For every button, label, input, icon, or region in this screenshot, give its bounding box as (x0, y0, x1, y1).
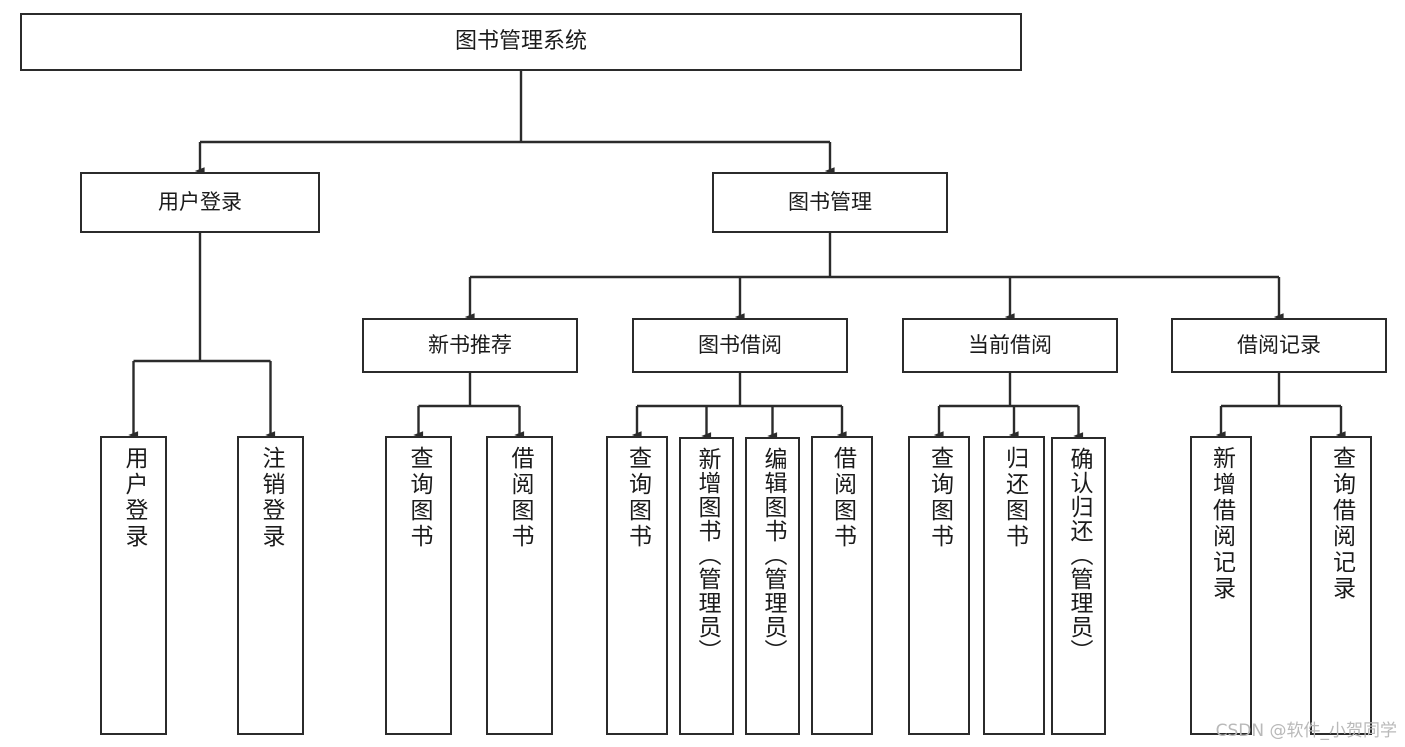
node-borrow-record-label: 借阅记录 (1237, 333, 1321, 358)
node-leaf-query-book-2-label: 查询图书 (624, 446, 651, 550)
node-current-borrow-label: 当前借阅 (968, 333, 1052, 358)
node-leaf-user-login[interactable]: 用户登录 (100, 436, 167, 735)
node-leaf-return-book[interactable]: 归还图书 (983, 436, 1045, 735)
node-root-label: 图书管理系统 (454, 29, 587, 55)
node-leaf-confirm-return[interactable]: 确认归还（管理员） (1051, 437, 1106, 735)
node-user-login[interactable]: 用户登录 (80, 172, 320, 233)
node-leaf-borrow-book-2[interactable]: 借阅图书 (811, 436, 873, 735)
node-book-manage-label: 图书管理 (788, 190, 872, 215)
node-leaf-borrow-book-1[interactable]: 借阅图书 (486, 436, 553, 735)
node-leaf-add-record[interactable]: 新增借阅记录 (1190, 436, 1252, 735)
node-leaf-edit-book-label: 编辑图书（管理员） (760, 447, 786, 663)
node-leaf-add-book-label: 新增图书（管理员） (694, 447, 720, 663)
node-leaf-query-book-3[interactable]: 查询图书 (908, 436, 970, 735)
node-new-book-rec-label: 新书推荐 (428, 333, 512, 358)
node-leaf-return-book-label: 归还图书 (1001, 446, 1028, 550)
node-book-borrow[interactable]: 图书借阅 (632, 318, 848, 373)
node-current-borrow[interactable]: 当前借阅 (902, 318, 1118, 373)
node-book-manage[interactable]: 图书管理 (712, 172, 948, 233)
node-leaf-logout-label: 注销登录 (258, 446, 284, 550)
node-leaf-add-book[interactable]: 新增图书（管理员） (679, 437, 734, 735)
node-leaf-query-record-label: 查询借阅记录 (1328, 446, 1355, 602)
node-leaf-confirm-return-label: 确认归还（管理员） (1066, 447, 1092, 663)
node-borrow-record[interactable]: 借阅记录 (1171, 318, 1387, 373)
node-user-login-label: 用户登录 (158, 190, 242, 215)
node-leaf-query-book-1-label: 查询图书 (406, 446, 432, 550)
node-leaf-query-book-2[interactable]: 查询图书 (606, 436, 668, 735)
node-leaf-user-login-label: 用户登录 (121, 446, 147, 550)
node-leaf-borrow-book-1-label: 借阅图书 (507, 446, 533, 550)
node-leaf-borrow-book-2-label: 借阅图书 (829, 446, 856, 550)
node-leaf-edit-book[interactable]: 编辑图书（管理员） (745, 437, 800, 735)
node-leaf-query-record[interactable]: 查询借阅记录 (1310, 436, 1372, 735)
node-leaf-add-record-label: 新增借阅记录 (1208, 446, 1235, 602)
node-leaf-query-book-1[interactable]: 查询图书 (385, 436, 452, 735)
node-leaf-logout[interactable]: 注销登录 (237, 436, 304, 735)
node-new-book-rec[interactable]: 新书推荐 (362, 318, 578, 373)
watermark: CSDN @软件_小贺同学 (1215, 721, 1397, 741)
node-book-borrow-label: 图书借阅 (698, 333, 782, 358)
node-root[interactable]: 图书管理系统 (20, 13, 1022, 71)
node-leaf-query-book-3-label: 查询图书 (926, 446, 953, 550)
